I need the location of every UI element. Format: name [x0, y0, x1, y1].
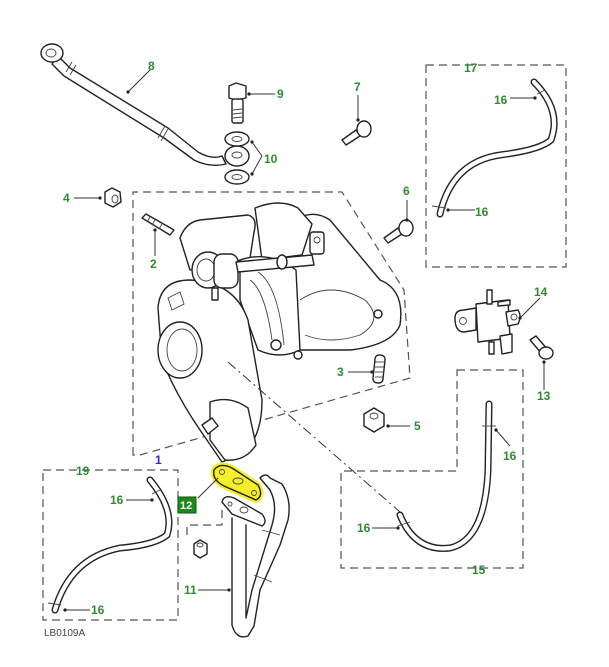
callout-16-c[interactable]: 16 — [503, 449, 517, 463]
callout-8[interactable]: 8 — [148, 59, 155, 73]
callout-16-f[interactable]: 16 — [91, 603, 105, 617]
callout-16-e[interactable]: 16 — [110, 493, 124, 507]
part-9-banjo-bolt[interactable] — [228, 82, 247, 124]
callout-16-b[interactable]: 16 — [475, 205, 489, 219]
callout-12-selected-badge[interactable]: 12 — [177, 496, 197, 514]
callout-15[interactable]: 15 — [472, 563, 486, 577]
callout-4[interactable]: 4 — [63, 191, 70, 205]
part-12-gasket[interactable] — [210, 462, 264, 503]
assembly-17-boundary — [425, 64, 567, 268]
part-3-stud[interactable] — [372, 354, 386, 384]
callout-16-a[interactable]: 16 — [494, 93, 508, 107]
part-13-bolt[interactable] — [529, 335, 554, 360]
callout-5[interactable]: 5 — [414, 419, 421, 433]
callout-10[interactable]: 10 — [264, 152, 278, 166]
diagram-reference-code: LB0109A — [44, 628, 85, 639]
drain-nut-boundary — [186, 508, 223, 535]
callout-19[interactable]: 19 — [76, 464, 90, 478]
part-15-vacuum-hose[interactable] — [396, 400, 496, 552]
part-17-vacuum-hose[interactable] — [431, 78, 558, 218]
assembly-15-boundary — [340, 369, 524, 569]
callout-6[interactable]: 6 — [403, 184, 410, 198]
callout-17[interactable]: 17 — [464, 61, 478, 75]
assembly-19-boundary — [42, 469, 179, 621]
callout-1[interactable]: 1 — [155, 453, 162, 467]
callout-16-d[interactable]: 16 — [357, 521, 371, 535]
part-7-bolt[interactable] — [341, 120, 372, 146]
part-11-oil-drain-pipe[interactable] — [221, 474, 290, 638]
part-10-sealing-washers[interactable] — [224, 131, 250, 185]
part-14-vacuum-solenoid-valve[interactable] — [454, 289, 521, 355]
part-19-vacuum-hose[interactable] — [47, 476, 173, 614]
callout-7[interactable]: 7 — [354, 80, 361, 94]
part-5-nut[interactable] — [363, 407, 385, 433]
part-6-bolt[interactable] — [383, 219, 414, 244]
callout-3[interactable]: 3 — [337, 365, 344, 379]
part-2-stud[interactable] — [141, 213, 175, 236]
routing-line — [227, 361, 401, 513]
part-drain-nut[interactable] — [193, 539, 208, 559]
callout-11[interactable]: 11 — [184, 583, 197, 597]
leaders — [63, 69, 546, 612]
part-1-turbocharger[interactable] — [157, 202, 402, 463]
callout-2[interactable]: 2 — [150, 257, 157, 271]
part-8-oil-feed-pipe[interactable] — [40, 43, 250, 167]
assembly-1-boundary — [132, 191, 411, 456]
part-4-nut[interactable] — [104, 187, 122, 208]
callout-9[interactable]: 9 — [277, 87, 284, 101]
callout-13[interactable]: 13 — [537, 389, 551, 403]
callout-14[interactable]: 14 — [534, 285, 548, 299]
callout-12: 12 — [180, 500, 192, 512]
